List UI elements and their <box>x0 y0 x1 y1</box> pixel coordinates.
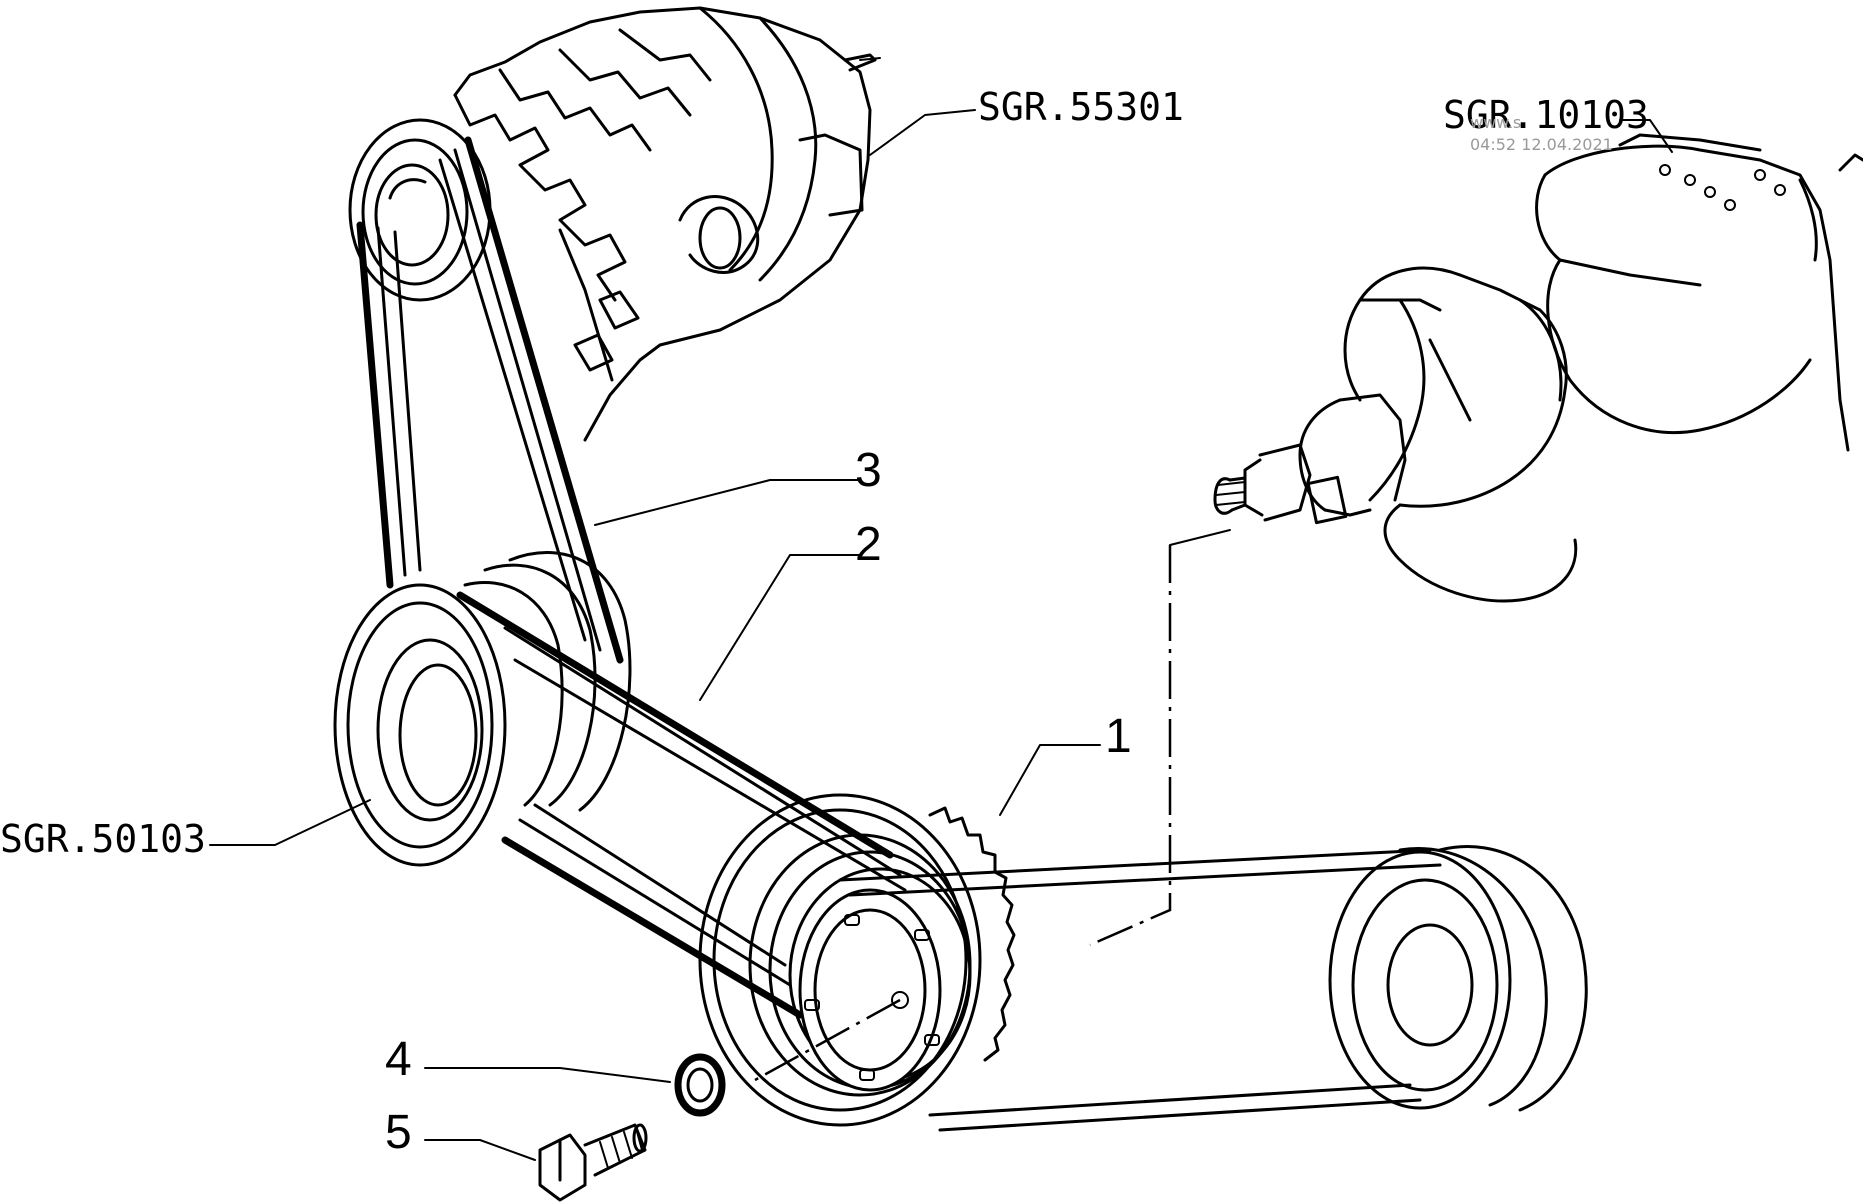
watermark-line-2: 04:52 12.04.2021 <box>1470 135 1613 154</box>
callout-4: 4 <box>385 1033 412 1086</box>
belt-2 <box>456 591 907 1019</box>
callout-3: 3 <box>855 444 882 497</box>
belt-3 <box>356 136 624 664</box>
bolt <box>538 1123 648 1202</box>
pump-pulley <box>333 551 632 867</box>
crankshaft-drawing <box>1213 133 1863 603</box>
pump-reference: SGR.50103 <box>0 817 206 861</box>
leader-lines <box>209 109 1673 1161</box>
axis-link <box>1169 529 1231 546</box>
assembly-axis-line <box>1089 545 1172 947</box>
alternator-drawing <box>453 6 881 442</box>
bolt-axis-line <box>754 998 901 1082</box>
callout-5: 5 <box>385 1106 412 1159</box>
idler-pulley <box>1328 845 1588 1112</box>
washer <box>674 1053 726 1117</box>
alternator-reference: SGR.55301 <box>978 85 1184 129</box>
callout-1: 1 <box>1105 710 1132 763</box>
watermark-line-1: www.s <box>1470 113 1521 132</box>
belt-1 <box>838 848 1442 1132</box>
callout-2: 2 <box>855 518 882 571</box>
crankshaft-reference: SGR.10103 <box>1443 93 1649 137</box>
